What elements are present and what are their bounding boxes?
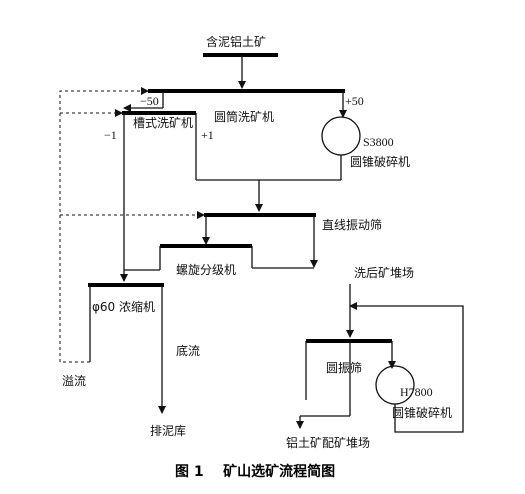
spiral-classifier-label: 螺旋分级机 — [176, 263, 236, 277]
crusher2-label: 圆锥破碎机 — [392, 405, 452, 420]
crusher2-model: H7800 — [400, 385, 433, 399]
feed-label: 含泥铝土矿 — [206, 34, 266, 49]
overflow-return-drum — [59, 87, 149, 363]
crusher1-model: S3800 — [363, 135, 394, 149]
overflow-label: 溢流 — [62, 374, 86, 388]
crusher1-circle — [321, 116, 361, 156]
washed-stockpile-label: 洗后矿堆场 — [354, 266, 414, 280]
thickener-label: φ60 浓缩机 — [92, 299, 155, 314]
minus1-label: −1 — [104, 128, 117, 142]
underflow-label: 底流 — [176, 343, 200, 358]
crusher2-recycle — [349, 302, 464, 433]
mud-pond-label: 排泥库 — [150, 423, 186, 438]
plus50-label: +50 — [345, 94, 364, 108]
crusher1-label: 圆锥破碎机 — [350, 154, 410, 169]
trough-washer-label: 槽式洗矿机 — [133, 116, 193, 130]
figure-caption: 图 1 矿山选矿流程简图 — [175, 463, 335, 480]
circular-screen-label: 圆振筛 — [326, 360, 362, 375]
linear-screen-label: 直线振动筛 — [322, 217, 382, 232]
minus50-label: −50 — [140, 94, 159, 108]
ore-yard-label: 铝土矿配矿堆场 — [286, 435, 370, 450]
drum-washer-label: 圆筒洗矿机 — [214, 109, 274, 124]
plus1-label: +1 — [201, 128, 214, 142]
